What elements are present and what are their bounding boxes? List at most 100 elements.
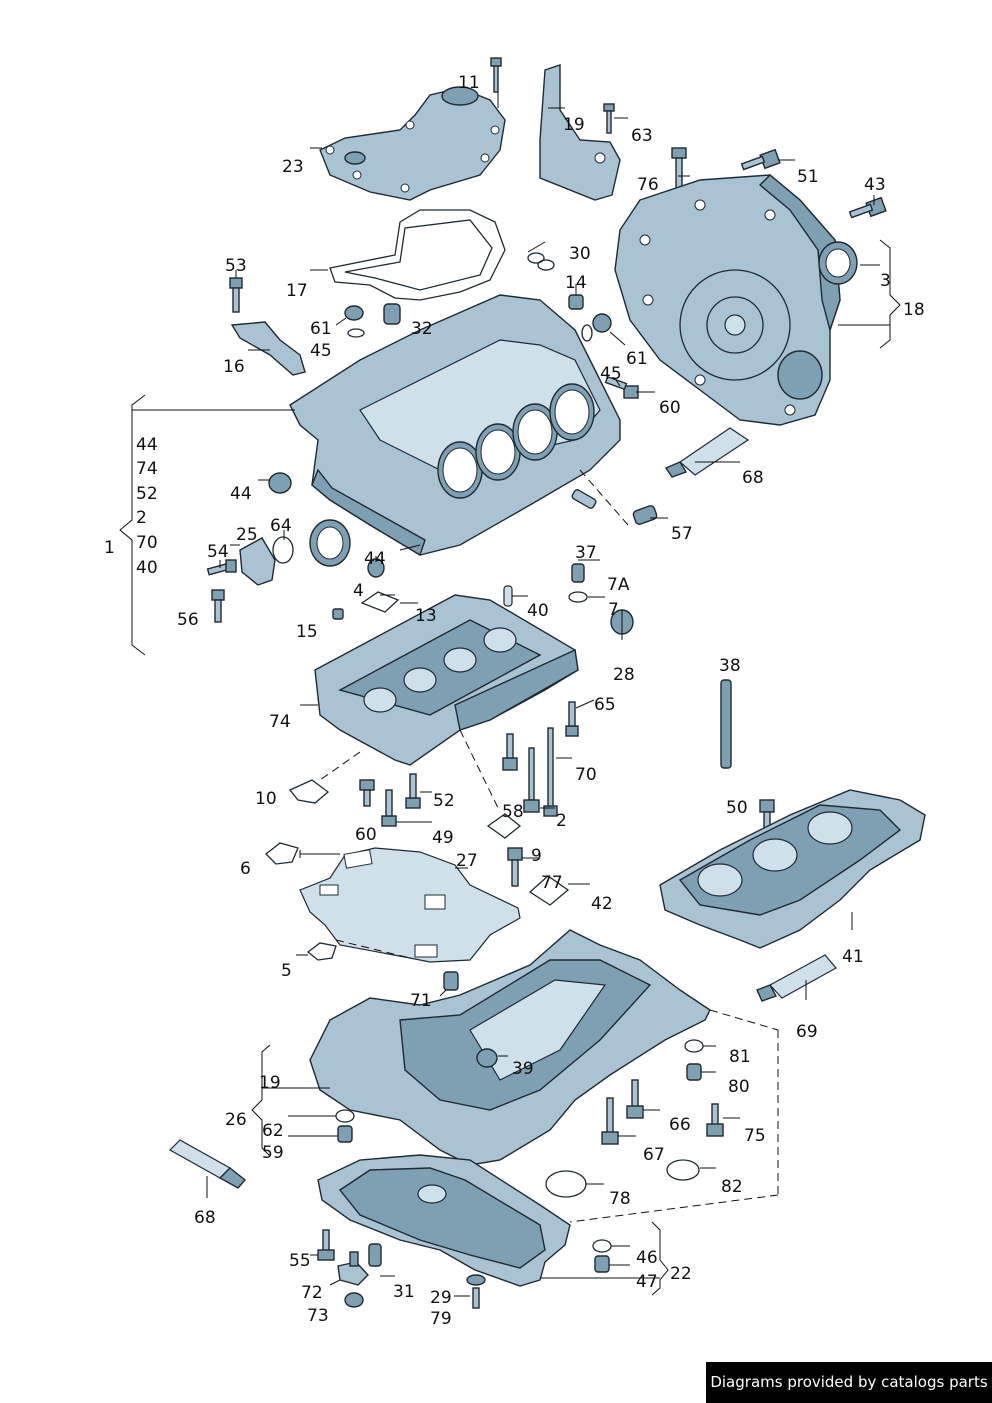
callout: 15 bbox=[296, 622, 318, 642]
callout: 59 bbox=[262, 1143, 284, 1163]
o-ring-78 bbox=[545, 1170, 587, 1198]
callout: 68 bbox=[194, 1208, 216, 1228]
oil-pan-lower bbox=[317, 1154, 571, 1287]
callout: 70 bbox=[136, 533, 158, 553]
callout: 28 bbox=[613, 665, 635, 685]
sealant-tube-68-top bbox=[664, 427, 750, 478]
plug-71 bbox=[443, 971, 459, 991]
bolt-11 bbox=[490, 57, 502, 93]
plug-80 bbox=[686, 1063, 702, 1081]
bolt-76 bbox=[671, 147, 687, 189]
callout: 38 bbox=[719, 656, 741, 676]
washer-29 bbox=[466, 1274, 486, 1286]
callout: 7A bbox=[607, 575, 630, 595]
bolt-65 bbox=[565, 701, 579, 737]
callout: 2 bbox=[136, 508, 147, 528]
bolt-9 bbox=[507, 847, 523, 887]
callout: 73 bbox=[307, 1306, 329, 1326]
washer-46 bbox=[592, 1239, 612, 1253]
dowel bbox=[571, 489, 597, 509]
callout: 64 bbox=[270, 516, 292, 536]
callout: 56 bbox=[177, 610, 199, 630]
plug-15 bbox=[332, 608, 344, 620]
bolt-60-top bbox=[604, 375, 639, 399]
plug-32 bbox=[383, 303, 401, 325]
callout: 26 bbox=[225, 1110, 247, 1130]
bolt-43 bbox=[848, 196, 887, 219]
bolt-53 bbox=[229, 277, 243, 313]
callout: 9 bbox=[531, 846, 542, 866]
bolt-66 bbox=[626, 1079, 644, 1119]
seal-4 bbox=[309, 519, 351, 567]
callout: 57 bbox=[671, 524, 693, 544]
bolt-70 bbox=[543, 727, 558, 817]
nut-73 bbox=[344, 1292, 364, 1308]
callout: 44 bbox=[136, 435, 158, 455]
leader-lines bbox=[119, 92, 901, 1297]
bolt-56 bbox=[211, 589, 225, 623]
bearing-bridge-74 bbox=[314, 594, 579, 766]
plug-61-left bbox=[344, 305, 365, 338]
callout: 42 bbox=[591, 894, 613, 914]
bracket-19 bbox=[539, 64, 621, 201]
gasket-10 bbox=[288, 779, 330, 804]
callout: 55 bbox=[289, 1251, 311, 1271]
bolt-52 bbox=[405, 773, 421, 809]
callout: 11 bbox=[458, 73, 480, 93]
baffle-41 bbox=[659, 789, 926, 949]
callout: 80 bbox=[728, 1077, 750, 1097]
sensor-72 bbox=[337, 1251, 369, 1286]
bolt-54 bbox=[206, 559, 237, 576]
callout: 76 bbox=[637, 175, 659, 195]
callout: 2 bbox=[556, 811, 567, 831]
callout: 53 bbox=[225, 256, 247, 276]
plug-37 bbox=[571, 563, 585, 583]
callout: 6 bbox=[240, 859, 251, 879]
callout: 52 bbox=[433, 791, 455, 811]
callout: 40 bbox=[527, 601, 549, 621]
o-rings-30 bbox=[527, 252, 555, 271]
callout: 54 bbox=[207, 542, 229, 562]
plug-44 bbox=[268, 472, 292, 494]
callout: 47 bbox=[636, 1272, 658, 1292]
bolt-63 bbox=[603, 103, 615, 134]
bolt-67 bbox=[601, 1097, 619, 1145]
callout: 44 bbox=[230, 484, 252, 504]
callout: 7 bbox=[608, 600, 619, 620]
bolt-49 bbox=[381, 789, 397, 827]
callout: 39 bbox=[512, 1059, 534, 1079]
plug-14 bbox=[568, 294, 584, 310]
callout: 43 bbox=[864, 175, 886, 195]
callout: 69 bbox=[796, 1022, 818, 1042]
callout: 52 bbox=[136, 484, 158, 504]
gasket-6 bbox=[265, 842, 299, 865]
callout: 60 bbox=[355, 825, 377, 845]
callout: 30 bbox=[569, 244, 591, 264]
plug-57 bbox=[632, 505, 658, 525]
callout: 4 bbox=[353, 581, 364, 601]
sealant-tube-69 bbox=[756, 954, 837, 1002]
callout: 74 bbox=[136, 459, 158, 479]
callout: 49 bbox=[432, 828, 454, 848]
callout: 77 bbox=[541, 873, 563, 893]
callout: 18 bbox=[903, 300, 925, 320]
callout: 19 bbox=[563, 115, 585, 135]
bolt-55 bbox=[317, 1229, 335, 1261]
gasket-17 bbox=[329, 209, 506, 301]
rod-38 bbox=[720, 679, 732, 769]
plug-59 bbox=[337, 1125, 353, 1143]
callout: 65 bbox=[594, 695, 616, 715]
callout: 79 bbox=[430, 1309, 452, 1329]
callout-labels: 11 19 63 51 43 76 23 30 3 18 17 14 53 61… bbox=[104, 73, 925, 1329]
callout: 45 bbox=[600, 364, 622, 384]
callout: 5 bbox=[281, 961, 292, 981]
callout: 10 bbox=[255, 789, 277, 809]
callout: 63 bbox=[631, 126, 653, 146]
bolt-58 bbox=[502, 733, 518, 771]
bolt-60-mid bbox=[359, 779, 375, 807]
callout: 37 bbox=[575, 543, 597, 563]
rear-housing-18 bbox=[614, 174, 841, 426]
callout: 82 bbox=[721, 1177, 743, 1197]
callout: 51 bbox=[797, 167, 819, 187]
bolt-50 bbox=[759, 799, 775, 837]
